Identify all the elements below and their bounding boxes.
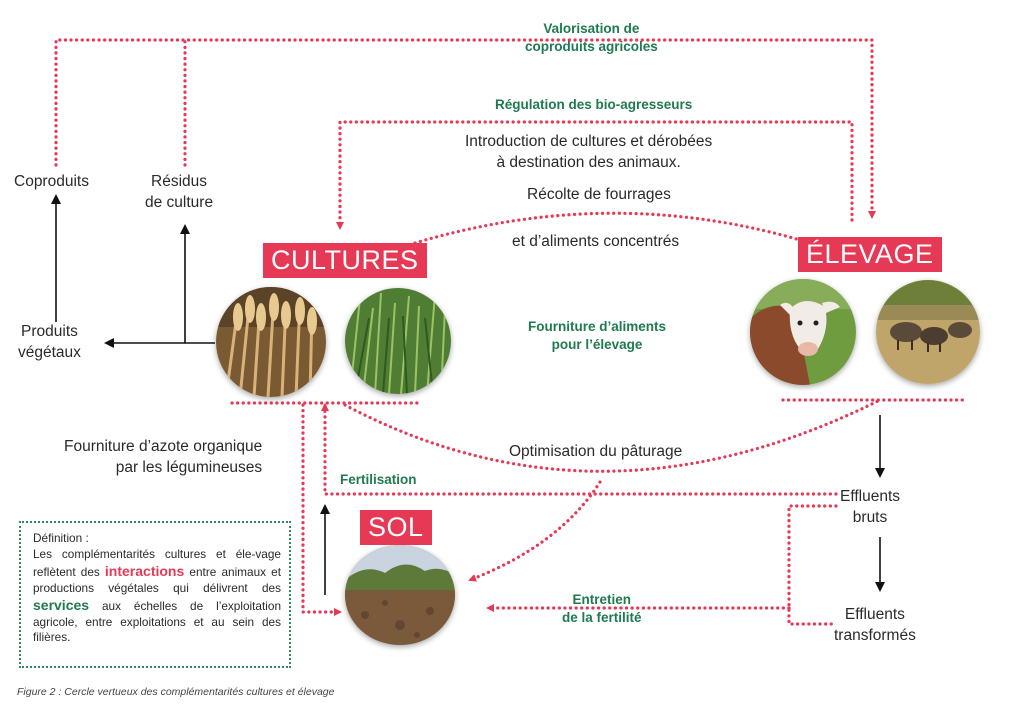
produits-line1: Produits	[21, 323, 78, 340]
recolte-line2-label: et d’aliments concentrés	[512, 233, 680, 250]
definition-part1: Les complémentarités cultures et éle-vag…	[33, 546, 281, 580]
elevage-tag: ÉLEVAGE	[798, 237, 942, 273]
effluents-transformes-line1: Effluents	[844, 606, 905, 623]
edge-effluents-brackets	[787, 504, 838, 626]
cow-photo	[750, 279, 856, 385]
definition-part3: aux échelles de l’exploitation agricole,…	[33, 599, 282, 645]
introduction-line1: Introduction de cultures et dérobées	[465, 133, 713, 150]
effluents-bruts-line2: bruts	[852, 508, 888, 526]
recolte-line1-label: Récolte de fourrages	[527, 186, 671, 203]
valorisation-line2: coproduits agricoles	[525, 39, 658, 55]
regulation-label: Régulation des bio-agresseurs	[495, 97, 693, 112]
edge-fertilisation	[321, 403, 838, 496]
definition-part2: entre animaux et productions végétales q…	[33, 565, 281, 595]
fourniture-aliments-line1: Fourniture d’aliments	[528, 319, 667, 334]
coproduits-label: Coproduits	[14, 173, 89, 190]
fertilisation-label: Fertilisation	[340, 472, 417, 487]
introduction-line2: à destination des animaux.	[496, 153, 681, 171]
entretien-line1: Entretien	[572, 592, 632, 607]
definition-box: Définition : Les complémentarités cultur…	[19, 521, 291, 668]
effluents-bruts-label: Effluents bruts	[840, 487, 900, 529]
figure-caption: Figure 2 : Cercle vertueux des complémen…	[17, 686, 335, 698]
effluents-transformes-label: Effluents transformés	[834, 605, 916, 647]
sol-tag: SOL	[360, 510, 432, 546]
produits-vegetaux-label: Produits végétaux	[18, 322, 81, 364]
definition-title: Définition :	[33, 531, 89, 545]
introduction-label: Introduction de cultures et dérobées à d…	[465, 132, 712, 174]
produits-line2: végétaux	[18, 343, 81, 361]
azote-label: Fourniture d’azote organique par les lég…	[64, 437, 262, 479]
edge-azote-to-sol	[301, 403, 342, 616]
fourniture-aliments-line2: pour l’élevage	[551, 337, 643, 353]
sheep-photo	[876, 280, 980, 384]
soil-icon	[345, 545, 455, 645]
edge-paturage-arc	[343, 398, 882, 473]
edge-regulation	[336, 120, 854, 230]
grass-photo	[345, 288, 451, 394]
effluents-bruts-line1: Effluents	[840, 488, 901, 505]
edge-paturage-to-sol	[468, 480, 602, 582]
effluents-transformes-line2: transformés	[834, 626, 916, 644]
valorisation-label: Valorisation de coproduits agricoles	[525, 20, 658, 56]
wheat-photo	[216, 287, 326, 397]
edge-recolte-arc	[413, 211, 802, 245]
entretien-label: Entretien de la fertilité	[562, 591, 642, 627]
residus-line1: Résidus	[151, 173, 208, 190]
wheat-icon	[216, 287, 326, 397]
cultures-tag: CULTURES	[263, 243, 427, 279]
azote-line1: Fourniture d’azote organique	[64, 438, 263, 455]
residus-line2: de culture	[145, 193, 214, 211]
cow-icon	[750, 279, 856, 385]
azote-line2: par les légumineuses	[115, 458, 263, 476]
valorisation-line1: Valorisation de	[543, 21, 640, 36]
sheep-icon	[876, 280, 980, 384]
paturage-label: Optimisation du pâturage	[509, 443, 683, 460]
definition-highlight-services: services	[33, 597, 90, 614]
definition-text: Les complémentarités cultures et éle-vag…	[33, 547, 281, 646]
soil-photo	[345, 545, 455, 645]
edge-valorisation-coproduits	[54, 38, 876, 219]
definition-highlight-interactions: interactions	[104, 563, 185, 580]
residus-label: Résidus de culture	[145, 172, 213, 214]
entretien-line2: de la fertilité	[562, 610, 642, 626]
fourniture-aliments-label: Fourniture d’aliments pour l’élevage	[528, 318, 666, 354]
grass-icon	[345, 288, 451, 394]
